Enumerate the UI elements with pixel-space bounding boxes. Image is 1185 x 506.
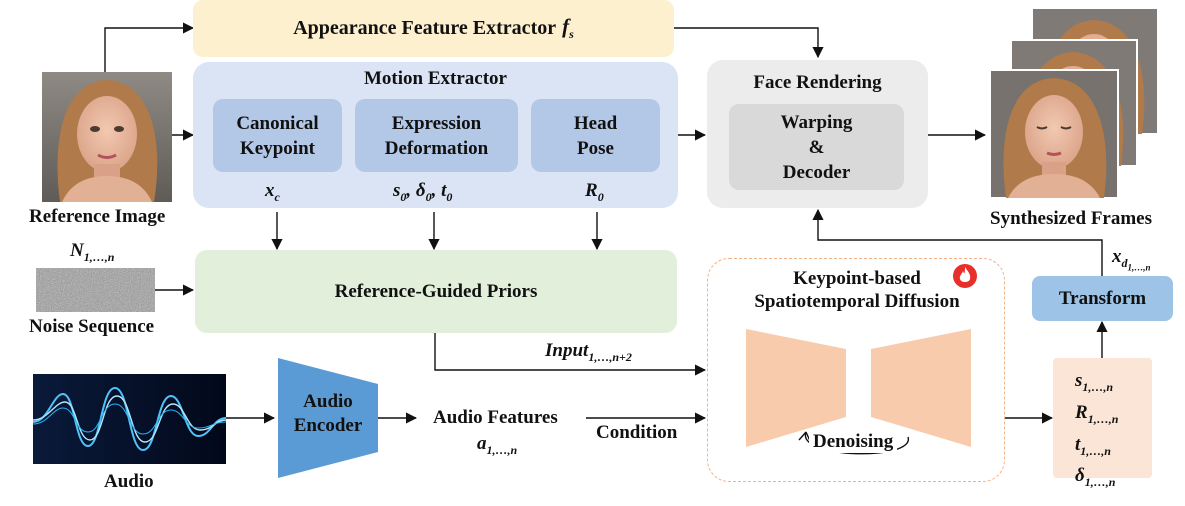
fire-icon (953, 264, 977, 288)
head-pose-line2: Pose (577, 137, 614, 159)
motion-params-box: s1,…,n R1,…,n t1,…,n δ1,…,n (1053, 358, 1152, 489)
param-R: R1,…,n (1075, 401, 1119, 426)
denoising-label: Denoising (809, 431, 898, 453)
reference-guided-priors-label: Reference-Guided Priors (334, 280, 538, 302)
appearance-extractor-label: Appearance Feature Extractor (293, 17, 557, 39)
canonical-keypoint-box: Canonical Keypoint (213, 99, 342, 172)
expression-deformation-box: Expression Deformation (355, 99, 518, 172)
arrow-transform-to-rendering (812, 208, 1103, 276)
decoder-label: Decoder (782, 161, 851, 183)
arrow-appearance-to-rendering (674, 27, 824, 59)
motion-extractor-title: Motion Extractor (364, 68, 507, 89)
motion-params-list: s1,…,n R1,…,n t1,…,n δ1,…,n (1075, 368, 1118, 495)
audio-features-symbol: a1,…,n (477, 433, 518, 457)
appearance-extractor-box: Appearance Feature Extractor fs (193, 0, 674, 57)
audio-waveform (33, 374, 226, 464)
s0-delta0-t0-label: s0, δ0, t0 (393, 180, 453, 204)
audio-encoder-line1: Audio (303, 391, 353, 412)
reference-image-label: Reference Image (29, 206, 166, 227)
arrow-ref-to-appearance (104, 22, 195, 72)
diffusion-title: Keypoint-based Spatiotemporal Diffusion (708, 267, 1006, 313)
param-delta: δ1,…,n (1075, 465, 1116, 490)
noise-symbol: N1,…,n (70, 240, 115, 264)
transform-box: Transform (1032, 276, 1173, 321)
audio-label: Audio (104, 471, 154, 492)
face-rendering-box: Face Rendering Warping & Decoder (707, 60, 928, 208)
noise-image (36, 268, 155, 312)
audio-encoder-shape (278, 358, 378, 478)
R0-label: R0 (585, 180, 604, 204)
transform-label: Transform (1058, 287, 1147, 309)
unet-decoder-trapezoid (871, 329, 971, 447)
audio-encoder-label: Audio Encoder (278, 390, 378, 438)
ampersand-label: & (808, 136, 825, 158)
frame-front (989, 69, 1119, 199)
synthesized-frames-label: Synthesized Frames (990, 208, 1153, 229)
condition-label: Condition (596, 422, 678, 443)
param-s: s1,…,n (1075, 370, 1114, 394)
reference-guided-priors-box: Reference-Guided Priors (195, 250, 677, 333)
reference-image (42, 72, 172, 202)
head-pose-line1: Head (573, 112, 618, 134)
warping-decoder-box: Warping & Decoder (729, 104, 904, 190)
input-label: Input1,…,n+2 (545, 340, 632, 364)
face-rendering-title: Face Rendering (753, 72, 882, 93)
diffusion-box: Keypoint-based Spatiotemporal Diffusion … (707, 258, 1005, 482)
expression-deformation-line1: Expression (391, 112, 482, 134)
arrow-priors-to-diffusion (434, 333, 707, 376)
head-pose-box: Head Pose (531, 99, 660, 172)
unet-shape (746, 329, 971, 455)
expression-deformation-line2: Deformation (384, 137, 489, 159)
unet-encoder-trapezoid (746, 329, 846, 447)
audio-features-label: Audio Features (433, 407, 558, 428)
diffusion-title-line1: Keypoint-based (793, 268, 921, 289)
appearance-extractor-symbol: fs (562, 14, 574, 42)
noise-sequence-label: Noise Sequence (29, 316, 155, 337)
audio-encoder-line2: Encoder (293, 415, 363, 436)
synthesized-frames (989, 7, 1160, 200)
xd-label: xd1,…,n (1112, 246, 1151, 273)
canonical-keypoint-line1: Canonical (236, 112, 319, 134)
diffusion-title-line2: Spatiotemporal Diffusion (754, 291, 960, 312)
xc-label: xc (265, 180, 280, 204)
warping-label: Warping (780, 111, 853, 133)
canonical-keypoint-line2: Keypoint (240, 137, 315, 159)
param-t: t1,…,n (1075, 433, 1111, 458)
motion-extractor-box: Motion Extractor Canonical Keypoint Expr… (193, 62, 678, 208)
